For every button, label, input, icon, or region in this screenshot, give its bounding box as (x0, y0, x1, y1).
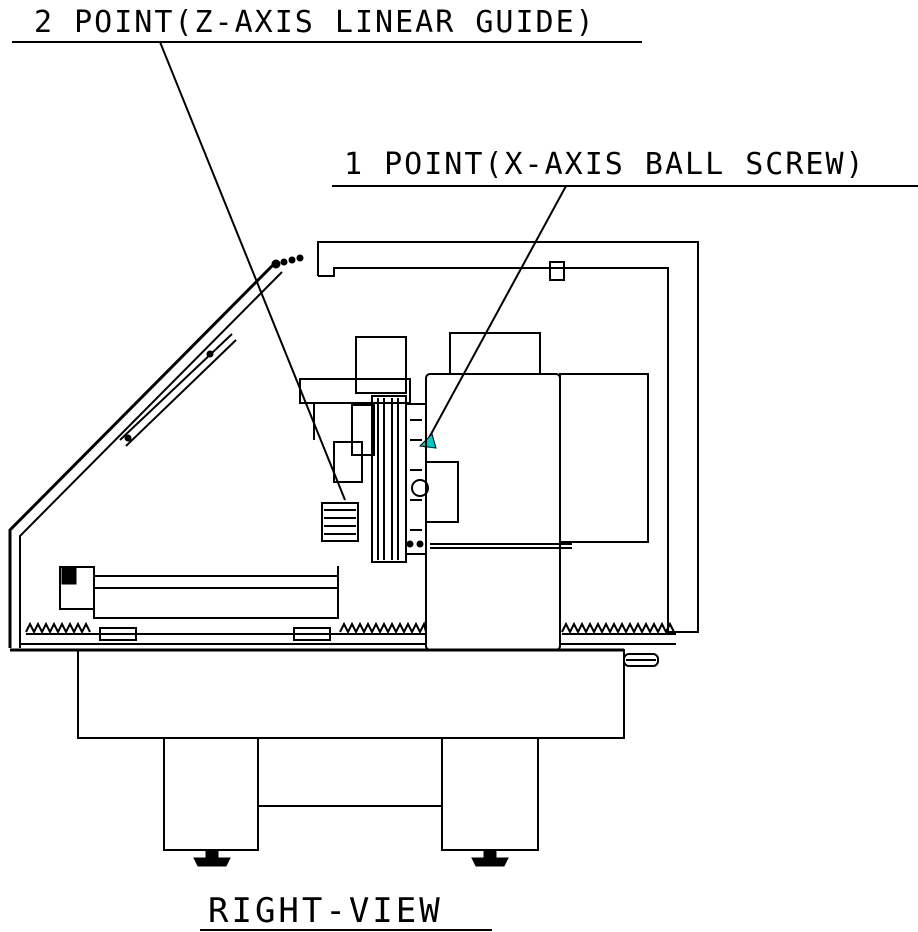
leader-line-point1 (423, 185, 567, 448)
base-plate (10, 643, 676, 667)
callout-label-point1: 1 POINT(X-AXIS BALL SCREW) (344, 147, 866, 182)
callout-label-point2: 2 POINT(Z-AXIS LINEAR GUIDE) (34, 5, 596, 40)
leader-arrow-point1 (418, 433, 437, 449)
front-cover (8, 254, 304, 648)
enclosure-frame (317, 241, 699, 633)
work-table (59, 566, 340, 641)
spindle-head (299, 336, 459, 563)
view-title: RIGHT-VIEW (208, 891, 443, 931)
cabinet-stand (77, 649, 625, 867)
bellows-covers (25, 621, 676, 635)
